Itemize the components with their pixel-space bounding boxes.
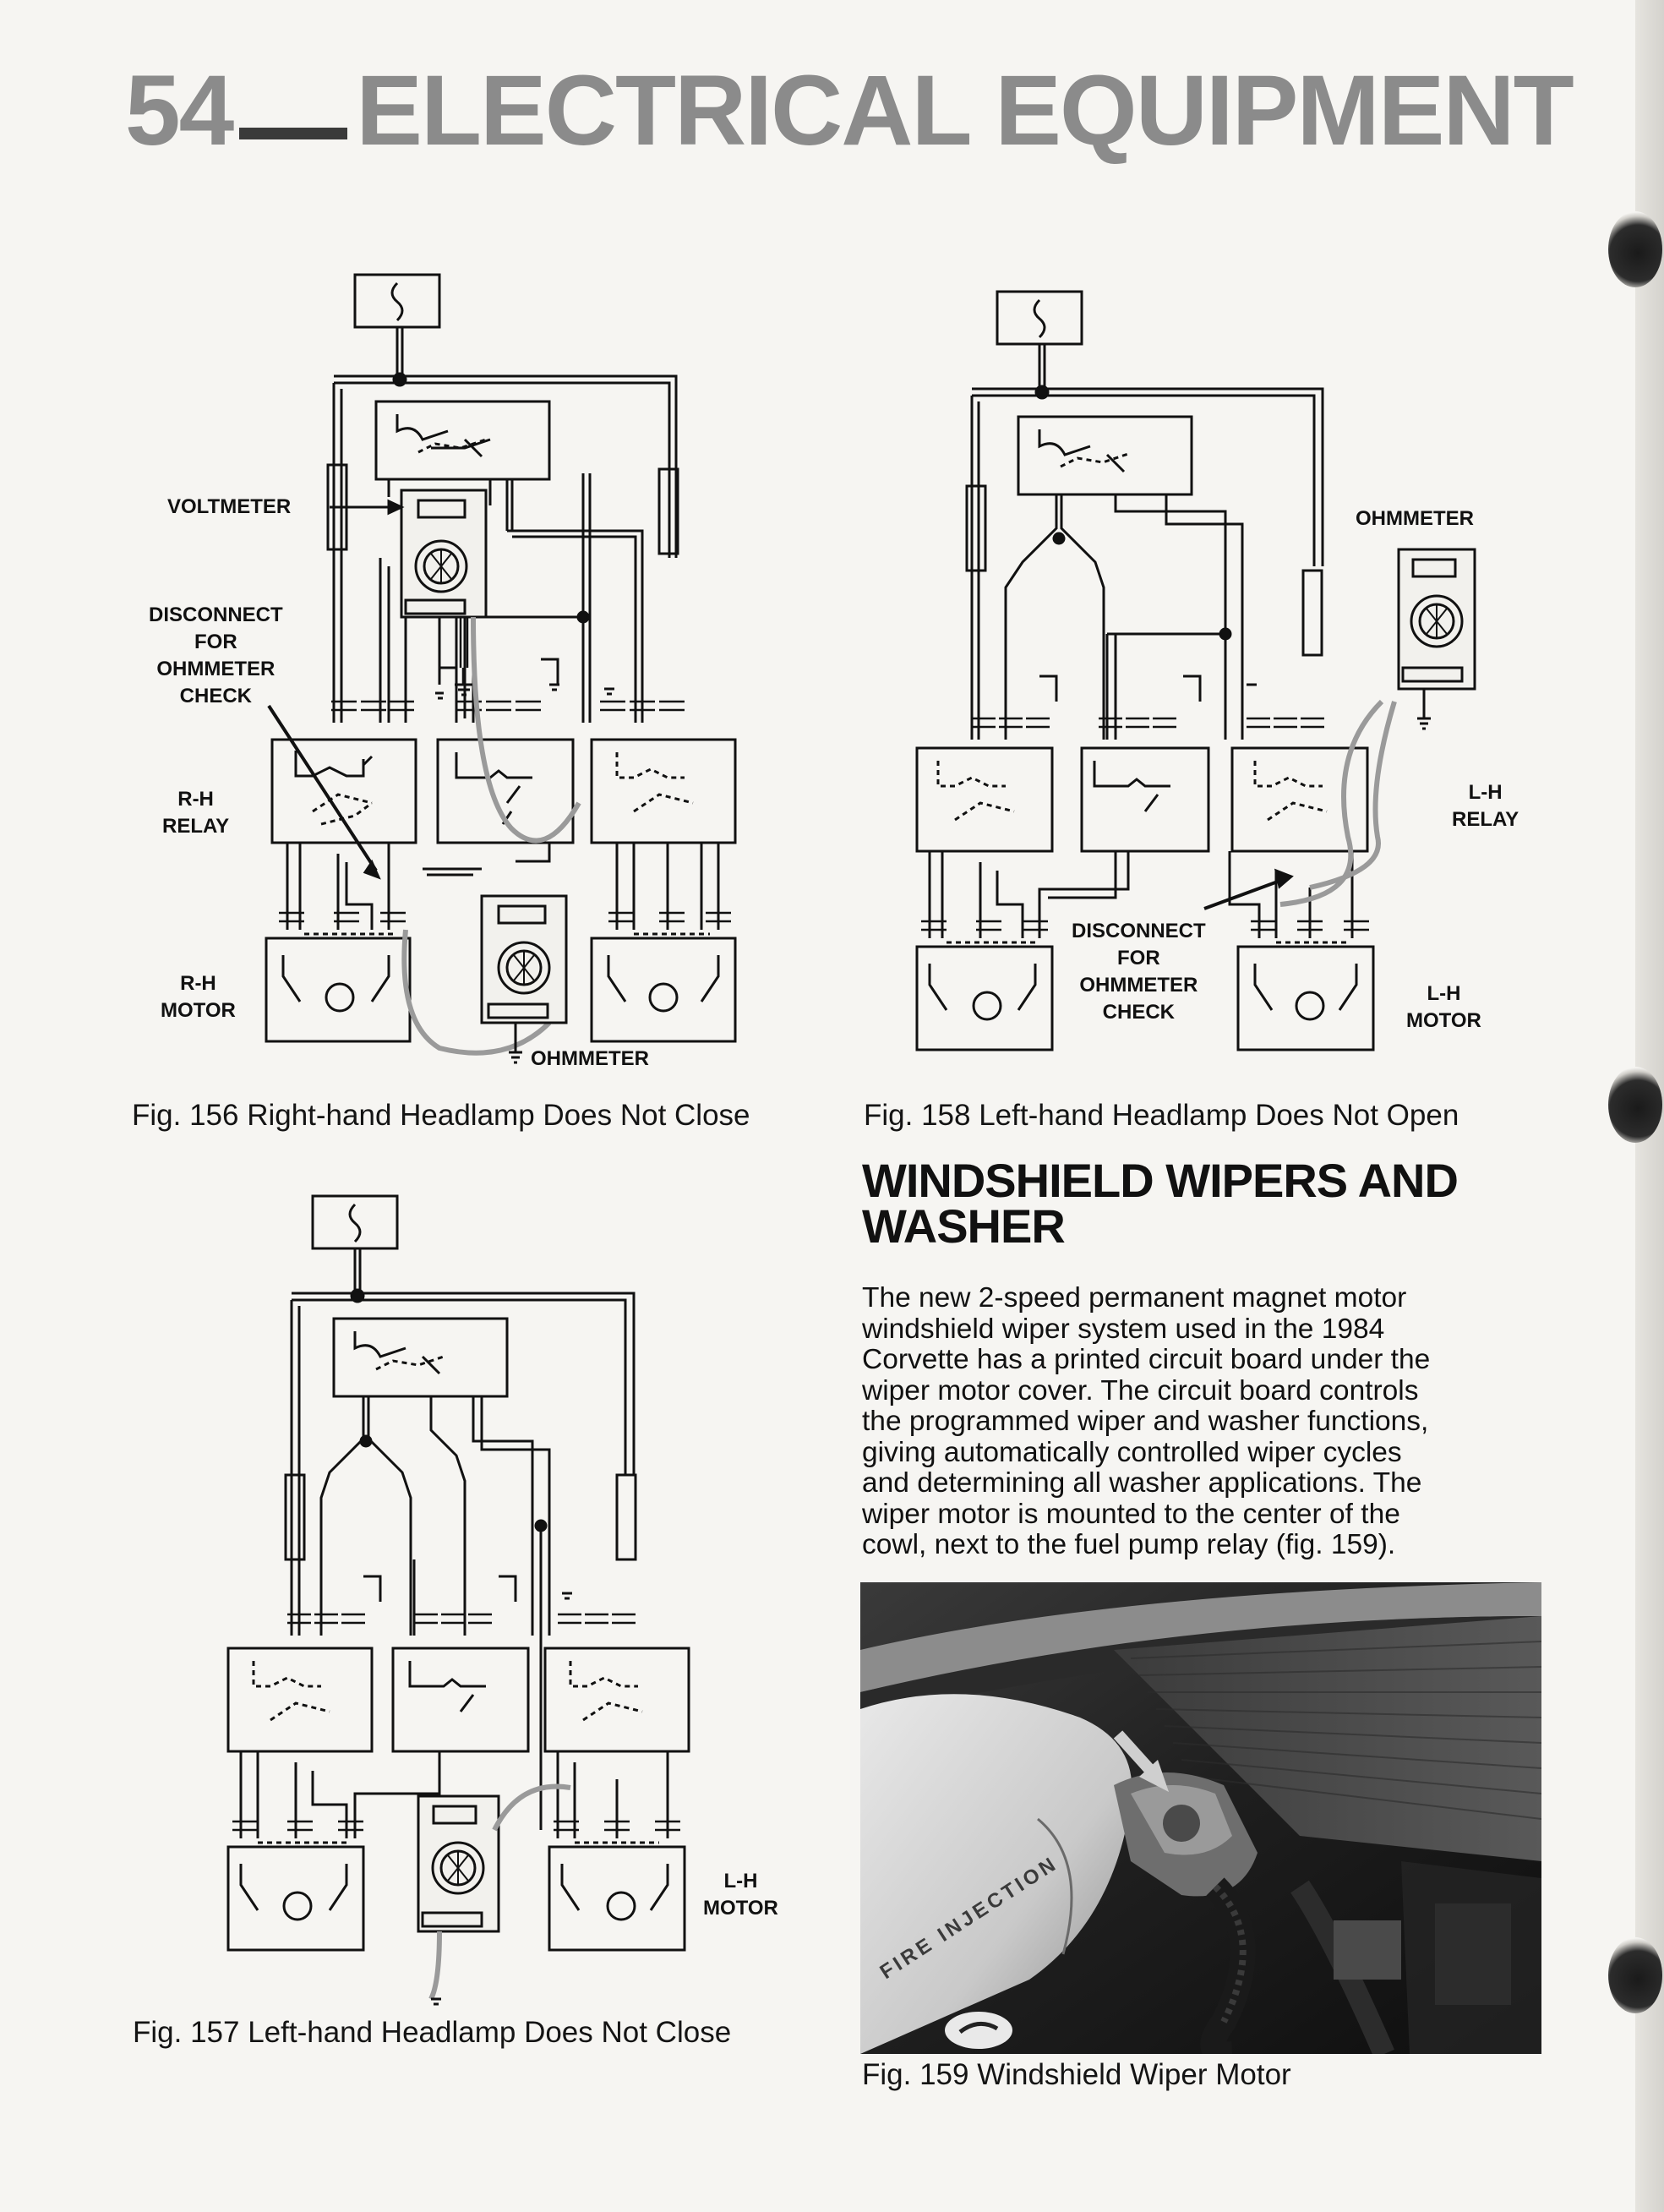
body-line: wiper motor is mounted to the center of … [862,1498,1400,1530]
relay-center [391,1647,530,1753]
relay-left [915,746,1054,853]
rh-relay-label: R-H RELAY [162,786,229,840]
lh-motor [1236,945,1375,1051]
ohmmeter-label: OHMMETER [531,1047,649,1070]
disconnect-line: OHMMETER [156,658,276,680]
binder-hole [1608,1067,1662,1143]
disconnect-line: OHMMETER [1079,974,1198,997]
motor-line: MOTOR [161,999,236,1022]
circuit-breaker [284,1473,306,1561]
relay-left [226,1647,374,1753]
relay-center [436,738,575,844]
fig156-diagram [262,262,837,1073]
heading-line: WASHER [862,1199,1066,1253]
disconnect-line: CHECK [179,685,252,707]
fuse-icon [1033,298,1046,339]
relay-line: R-H [177,788,214,811]
headlamp-switch [374,400,551,481]
motor-icon [606,1891,636,1921]
headlamp-switch [1017,415,1193,496]
binder-hole [1608,1937,1662,2013]
voltmeter [400,489,488,619]
disconnect-line: FOR [194,631,237,653]
header-rule [239,128,348,139]
motor-line: L-H [1427,982,1461,1005]
fuse-icon [390,281,404,322]
circuit-breaker [965,484,987,572]
fig158-caption: Fig. 158 Left-hand Headlamp Does Not Ope… [864,1099,1459,1132]
body-line: cowl, next to the fuel pump relay (fig. … [862,1529,1396,1560]
relay-line: RELAY [1452,808,1519,831]
wiper-motor-photo: FIRE INJECTION [860,1582,1541,2054]
motor-icon [972,991,1002,1021]
fig158-diagram [913,279,1403,1057]
fig158-ohmmeter-label: OHMMETER [1356,507,1474,530]
motor-line: MOTOR [703,1897,778,1920]
fig158-disconnect-label: DISCONNECT FOR OHMMETER CHECK [1072,918,1206,1026]
fig159-caption: Fig. 159 Windshield Wiper Motor [862,2058,1291,2091]
disconnect-line: FOR [1117,947,1160,969]
disconnect-line: CHECK [1102,1001,1175,1024]
motor-icon [282,1891,313,1921]
body-line: and determining all washer applications.… [862,1467,1422,1499]
section-heading: WINDSHIELD WIPERS AND WASHER [862,1154,1470,1253]
rh-motor [915,945,1054,1051]
fig158-ohmmeter [1394,545,1487,748]
section-title: ELECTRICAL EQUIPMENT [356,55,1574,167]
relay-right [590,738,737,844]
fuse-icon [348,1203,362,1243]
rh-motor [226,1845,365,1952]
disconnect-label: DISCONNECT FOR OHMMETER CHECK [149,602,283,710]
fig158-lh-motor-label: L-H MOTOR [1406,980,1481,1035]
motor-icon [1295,991,1325,1021]
rh-relay [270,738,417,844]
body-line: windshield wiper system used in the 1984 [862,1313,1385,1345]
headlamp-switch [332,1317,509,1398]
body-line: Corvette has a printed circuit board und… [862,1344,1431,1375]
fig157-lh-motor-label: L-H MOTOR [703,1868,778,1922]
body-line: the programmed wiper and washer function… [862,1406,1429,1437]
lh-relay [543,1647,690,1753]
voltmeter-label: VOLTMETER [167,495,292,518]
rh-motor [265,937,412,1043]
disconnect-line: DISCONNECT [149,604,283,626]
relay-line: RELAY [162,815,230,838]
body-paragraph: The new 2-speed permanent magnet motor w… [862,1282,1504,1561]
body-line: giving automatically controlled wiper cy… [862,1436,1402,1468]
motor-line: R-H [180,972,216,995]
fig156-caption: Fig. 156 Right-hand Headlamp Does Not Cl… [132,1099,750,1132]
motor-line: MOTOR [1406,1009,1481,1032]
lh-relay [1230,746,1369,853]
relay-center [1080,746,1210,853]
motor-icon [648,982,679,1013]
heading-line: WINDSHIELD WIPERS AND [862,1154,1459,1207]
motor-line: L-H [723,1870,758,1892]
fig157-diagram [220,1188,727,2007]
relay-line: L-H [1468,781,1503,804]
disconnect-line: DISCONNECT [1072,920,1206,942]
circuit-breaker [1301,569,1323,657]
body-line: The new 2-speed permanent magnet motor [862,1282,1407,1314]
motor-icon [325,982,355,1013]
lh-motor [548,1845,686,1952]
circuit-breaker [615,1473,637,1561]
lh-motor [590,937,737,1043]
circuit-breaker [657,467,679,555]
lh-relay-label: L-H RELAY [1452,779,1519,833]
rh-motor-label: R-H MOTOR [161,970,236,1024]
fig157-caption: Fig. 157 Left-hand Headlamp Does Not Clo… [133,2016,732,2049]
page-number: 54 [125,55,234,167]
binder-hole [1608,211,1662,287]
body-line: wiper motor cover. The circuit board con… [862,1374,1419,1406]
